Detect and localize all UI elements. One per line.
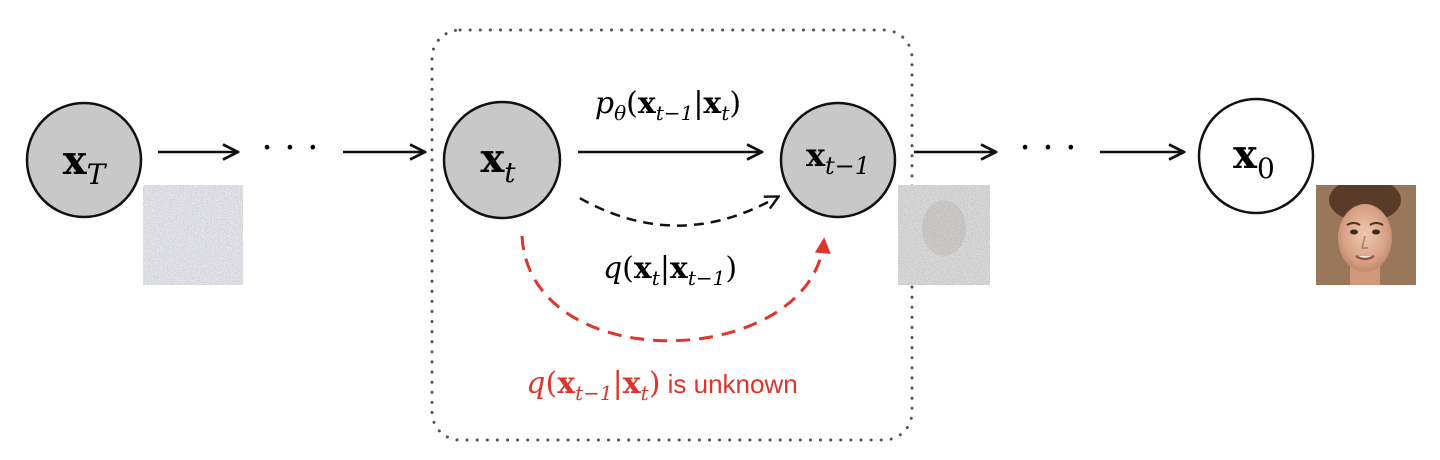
- node-xT-sub: T: [87, 158, 108, 191]
- node-xt-minus-1-circle: [779, 101, 897, 219]
- node-xt-minus-1: xt−1: [779, 101, 897, 219]
- node-x0-base: x: [1233, 131, 1258, 178]
- svg-text:xt: xt: [480, 135, 516, 189]
- node-xT-base: x: [63, 137, 88, 184]
- label-q-forward: q(xt|xt−1): [603, 251, 737, 290]
- svg-text:xT: xT: [63, 137, 108, 191]
- label-p-theta: pθ(xt−1|xt): [595, 86, 741, 125]
- svg-text:xt−1: xt−1: [806, 136, 870, 180]
- arrow-unknown-posterior: [520, 235, 831, 343]
- label-q-reverse-unknown: q(xt−1|xt) is unknown: [526, 366, 797, 405]
- node-xt-circle: [442, 100, 562, 220]
- node-xt-minus-1-sub: t−1: [825, 152, 870, 180]
- node-xT: xT: [25, 101, 143, 219]
- ellipsis-right: · · ·: [1019, 128, 1076, 169]
- node-x0-sub: 0: [1257, 152, 1275, 185]
- clean-face-image: [1316, 185, 1416, 285]
- partially-noised-image: [898, 185, 990, 285]
- noise-image-xT: [143, 185, 243, 285]
- node-xt: xt: [442, 100, 562, 220]
- node-xt-minus-1-base: x: [806, 136, 826, 174]
- svg-text:x0: x0: [1233, 131, 1275, 185]
- node-xt-base: x: [480, 135, 505, 182]
- node-x0-circle: [1197, 97, 1315, 215]
- node-xt-sub: t: [504, 156, 516, 189]
- node-x0: x0: [1197, 97, 1315, 215]
- ellipsis-left: · · ·: [261, 128, 318, 169]
- node-xT-circle: [25, 101, 143, 219]
- arrow-forward-dashed: [575, 194, 768, 227]
